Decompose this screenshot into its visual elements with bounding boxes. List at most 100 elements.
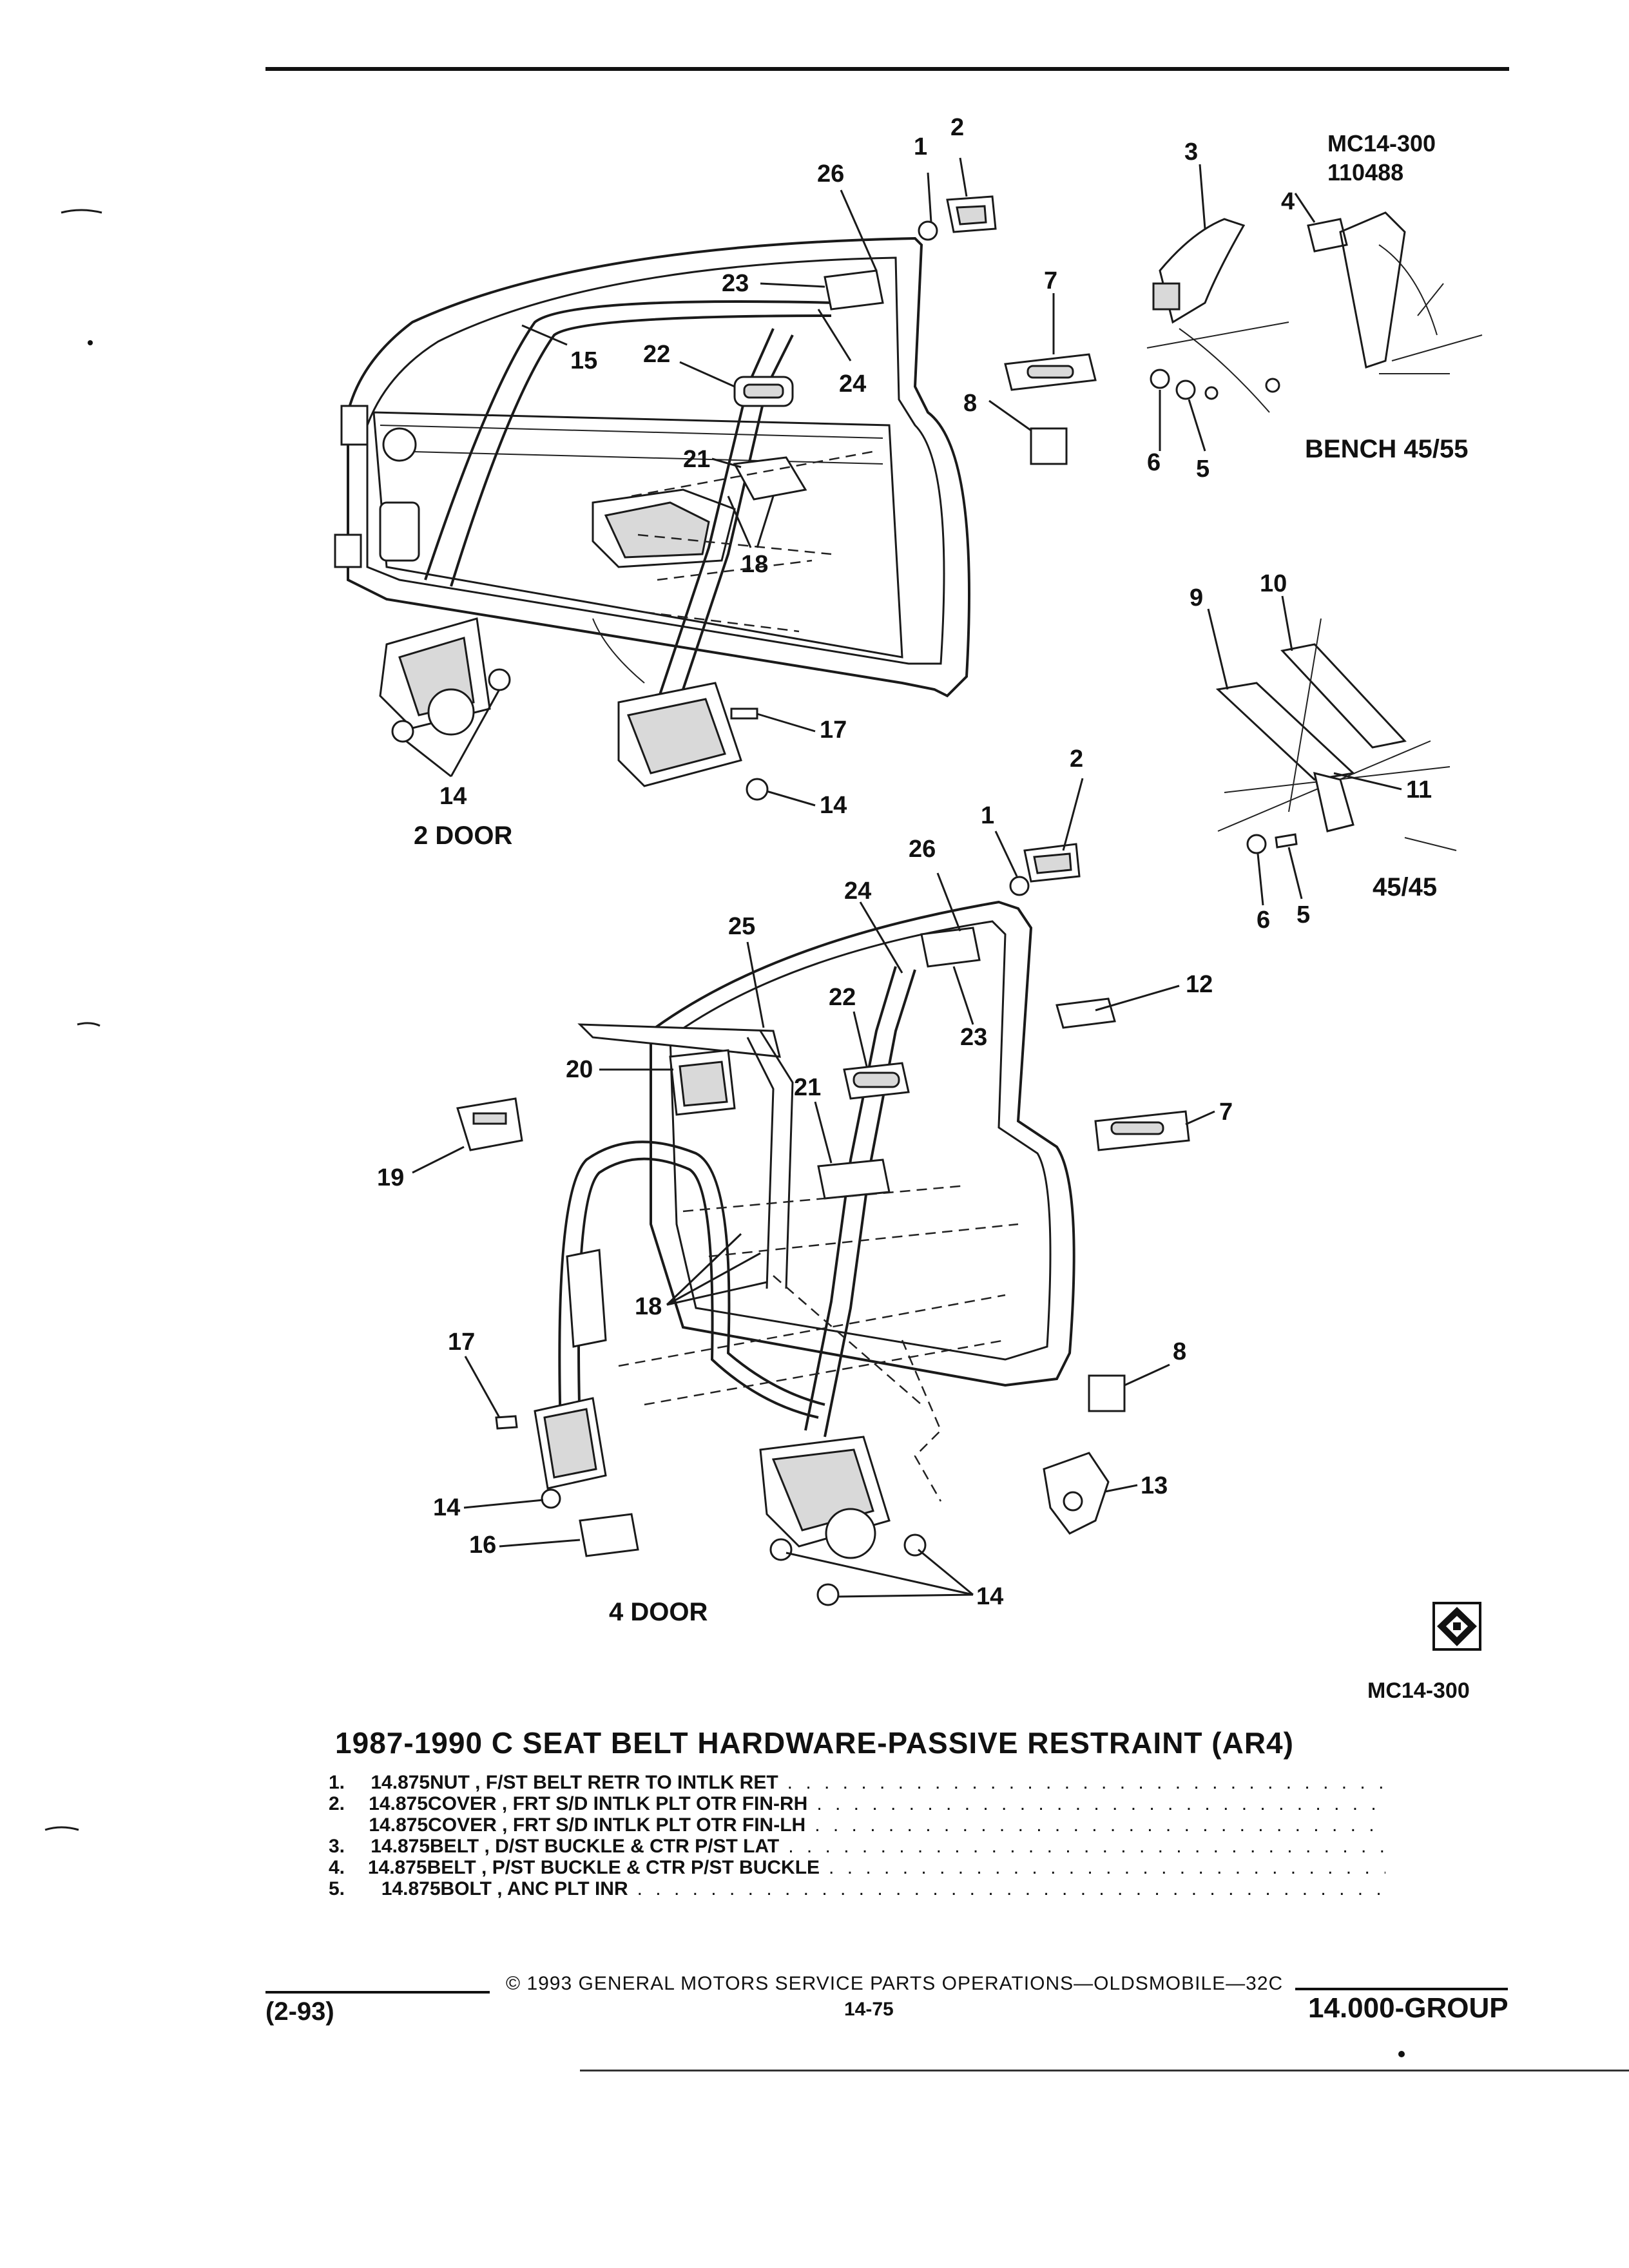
part-number: 1.	[329, 1772, 345, 1793]
callout-10: 10	[1260, 570, 1287, 597]
leader-dots: . . . . . . . . . . . . . . . . . . . . …	[787, 1772, 1385, 1793]
leader-dots: . . . . . . . . . . . . . . . . . . . . …	[815, 1814, 1385, 1836]
callout-23: 23	[722, 270, 749, 297]
bench-45-55-detail	[1146, 211, 1483, 413]
callout-18: 18	[741, 551, 768, 578]
loose-parts-4door	[456, 843, 1190, 1557]
margin-mark-1	[61, 209, 102, 214]
part-number	[329, 1814, 369, 1836]
callout-26: 26	[817, 160, 844, 187]
callout-17b: 17	[448, 1329, 475, 1356]
callout-16: 16	[469, 1532, 496, 1559]
callout-1: 1	[914, 133, 927, 160]
callout-22b: 22	[829, 984, 856, 1011]
parts-row: 2. 14.875 COVER , FRT S/D INTLK PLT OTR …	[329, 1793, 1385, 1814]
callout-11: 11	[1406, 776, 1432, 803]
part-number: 4.	[329, 1857, 345, 1878]
parts-row: 14.875 COVER , FRT S/D INTLK PLT OTR FIN…	[329, 1814, 1385, 1836]
leader-dots: . . . . . . . . . . . . . . . . . . . . …	[788, 1836, 1385, 1857]
callout-23b: 23	[960, 1024, 987, 1051]
part-code: 14.875	[369, 1814, 429, 1836]
caption-45-45: 45/45	[1373, 873, 1437, 901]
callout-24b: 24	[844, 878, 871, 905]
footer-dot	[1398, 2051, 1405, 2057]
caption-bench: BENCH 45/55	[1305, 435, 1468, 463]
part-code: 14.875	[381, 1878, 441, 1899]
part-description: BELT , D/ST BUCKLE & CTR P/ST LAT	[430, 1836, 780, 1857]
leader-lines	[405, 157, 1402, 1598]
part-number: 5.	[329, 1878, 345, 1899]
part-code: 14.875	[371, 1772, 430, 1793]
part-code: 14.875	[367, 1857, 427, 1878]
leader-dots: . . . . . . . . . . . . . . . . . . . . …	[829, 1857, 1385, 1878]
footer-rule-right	[1295, 1988, 1508, 1990]
callout-20: 20	[566, 1056, 593, 1083]
part-description: BELT , P/ST BUCKLE & CTR P/ST BUCKLE	[427, 1857, 820, 1878]
callout-17: 17	[820, 716, 847, 744]
callout-14c: 14	[433, 1494, 460, 1521]
callout-4: 4	[1281, 188, 1295, 215]
callout-21: 21	[683, 446, 710, 473]
page-title: 1987-1990 C SEAT BELT HARDWARE-PASSIVE R…	[335, 1726, 1294, 1760]
callout-14a: 14	[439, 783, 467, 810]
callout-13: 13	[1141, 1472, 1168, 1499]
callout-12: 12	[1186, 971, 1213, 998]
footer-date-code: (2-93)	[265, 1997, 334, 2026]
callout-8b: 8	[1173, 1338, 1186, 1365]
callout-2b: 2	[1070, 745, 1083, 773]
figure-ref: MC14-300	[1367, 1678, 1470, 1703]
callout-22: 22	[643, 341, 670, 368]
callout-21b: 21	[794, 1074, 821, 1101]
callout-14b: 14	[820, 792, 847, 819]
callout-labels: 1 2 26 23 15 22 24 21 18 17 14 14 7 8 3 …	[377, 114, 1432, 1610]
part-code: 14.875	[369, 1793, 428, 1814]
parts-row: 5. 14.875 BOLT , ANC PLT INR . . . . . .…	[329, 1878, 1385, 1899]
callout-2: 2	[950, 114, 964, 141]
parts-list: 1. 14.875 NUT , F/ST BELT RETR TO INTLK …	[329, 1772, 1385, 1899]
margin-mark-3	[44, 1826, 79, 1831]
callout-5: 5	[1196, 456, 1210, 483]
footer-copyright: © 1993 GENERAL MOTORS SERVICE PARTS OPER…	[506, 1973, 1284, 1994]
parts-row: 1. 14.875 NUT , F/ST BELT RETR TO INTLK …	[329, 1772, 1385, 1793]
part-description: COVER , FRT S/D INTLK PLT OTR FIN-LH	[428, 1814, 806, 1836]
figure-date: 110488	[1327, 159, 1403, 186]
split-45-45-detail	[1215, 618, 1457, 854]
callout-9: 9	[1190, 584, 1203, 611]
top-rule	[265, 67, 1509, 71]
part-number: 3.	[329, 1836, 345, 1857]
callout-19: 19	[377, 1164, 404, 1191]
parts-row: 4. 14.875 BELT , P/ST BUCKLE & CTR P/ST …	[329, 1857, 1385, 1878]
parts-row: 3. 14.875 BELT , D/ST BUCKLE & CTR P/ST …	[329, 1836, 1385, 1857]
callout-6b: 6	[1257, 907, 1270, 934]
callout-1b: 1	[981, 802, 994, 829]
callout-18b: 18	[635, 1293, 662, 1320]
part-description: COVER , FRT S/D INTLK PLT OTR FIN-RH	[427, 1793, 808, 1814]
margin-dot	[88, 340, 93, 345]
door-4-assembly	[495, 900, 1075, 1606]
callout-6: 6	[1147, 449, 1161, 476]
margin-mark-2	[77, 1022, 101, 1027]
callout-15: 15	[570, 347, 597, 374]
callout-5b: 5	[1296, 901, 1310, 928]
part-number: 2.	[329, 1793, 345, 1814]
part-description: BOLT , ANC PLT INR	[440, 1878, 628, 1899]
callout-25: 25	[728, 913, 755, 940]
part-description: NUT , F/ST BELT RETR TO INTLK RET	[430, 1772, 778, 1793]
footer-rule-left	[265, 1991, 490, 1994]
callout-3: 3	[1184, 139, 1198, 166]
callout-8: 8	[963, 390, 977, 417]
callout-24: 24	[839, 370, 866, 398]
figure-id: MC14-300	[1327, 130, 1436, 157]
callout-14d: 14	[976, 1583, 1003, 1610]
footer-group: 14.000-GROUP	[1308, 1992, 1509, 2024]
leader-dots: . . . . . . . . . . . . . . . . . . . . …	[816, 1793, 1385, 1814]
callout-7: 7	[1044, 267, 1057, 294]
door-2-assembly	[334, 236, 970, 801]
footer-page-number: 14-75	[844, 1999, 894, 2020]
callout-7b: 7	[1219, 1099, 1233, 1126]
caption-2-door: 2 DOOR	[414, 822, 512, 850]
bottom-scan-rule	[580, 2070, 1629, 2071]
callout-26b: 26	[909, 836, 936, 863]
